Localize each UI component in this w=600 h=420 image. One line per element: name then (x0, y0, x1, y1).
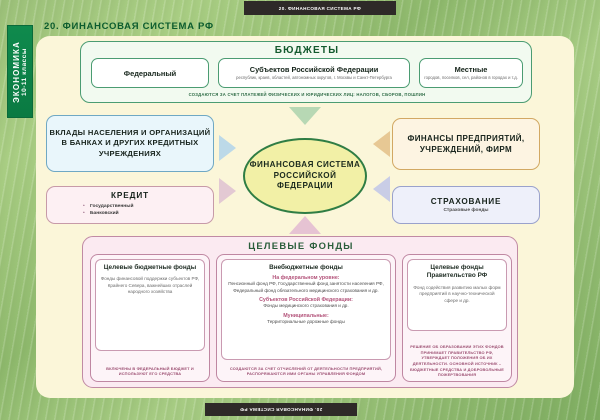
centre-node: ФИНАНСОВАЯ СИСТЕМА РОССИЙСКОЙ ФЕДЕРАЦИИ (243, 138, 367, 214)
node-deposits: ВКЛАДЫ НАСЕЛЕНИЯ И ОРГАНИЗАЦИЙ В БАНКАХ … (46, 115, 214, 172)
node-credit: КРЕДИТ Государственный Банковский (46, 186, 214, 224)
side-tab-subject: ЭКОНОМИКА (12, 40, 21, 103)
col2-level3-text: Территориальные дорожные фонды (267, 318, 345, 324)
budget-local-detail: городов, поселков, сел, районов в города… (424, 75, 518, 81)
budget-cell-local: Местные городов, поселков, сел, районов … (419, 58, 523, 88)
budgets-title: БЮДЖЕТЫ (274, 45, 340, 56)
node-insurance: СТРАХОВАНИЕ Страховые фонды (392, 186, 540, 224)
fold-label-bottom: 20. ФИНАНСОВАЯ СИСТЕМА РФ (205, 403, 357, 416)
col2-level1-label: На федеральном уровне: (272, 275, 340, 282)
credit-list: Государственный Банковский (83, 203, 133, 218)
budget-cell-subjects: Субъектов Российской Федерации республик… (218, 58, 410, 88)
arrow-credit-to-centre (219, 178, 236, 204)
col2-level1-text: Пенсионный фонд РФ, Государственный фонд… (228, 281, 384, 293)
credit-list-item: Государственный (83, 203, 133, 211)
target-funds-title: ЦЕЛЕВЫЕ ФОНДЫ (248, 240, 354, 251)
arrow-funds-to-centre (289, 216, 321, 234)
budget-local-label: Местные (454, 65, 488, 75)
target-funds-block: ЦЕЛЕВЫЕ ФОНДЫ Целевые бюджетные фонды Фо… (82, 236, 518, 388)
col1-body: Фонды финансовой поддержки субъектов РФ,… (100, 276, 200, 295)
target-funds-column-budgetary: Целевые бюджетные фонды Фонды финансовой… (90, 254, 210, 382)
col2-inner: Внебюджетные фонды На федеральном уровне… (221, 259, 391, 360)
col3-head: Целевые фонды Правительство РФ (426, 264, 488, 280)
col2-level3-label: Муниципальные: (283, 312, 329, 319)
col2-head: Внебюджетные фонды (269, 264, 343, 271)
credit-title: КРЕДИТ (110, 191, 150, 200)
subject-side-tab: ЭКОНОМИКА 10-11 классы (7, 25, 33, 118)
col1-foot: ВКЛЮЧЕНЫ В ФЕДЕРАЛЬНЫЙ БЮДЖЕТ И ИСПОЛЬЗУ… (106, 365, 194, 377)
credit-list-item: Банковский (83, 210, 133, 218)
target-funds-column-extrabudgetary: Внебюджетные фонды На федеральном уровне… (216, 254, 396, 382)
side-tab-grades: 10-11 классы (21, 47, 28, 96)
budget-subjects-detail: республик, краев, областей, автономных о… (236, 75, 392, 81)
col2-level2-text: Фонды медицинского страхования и др. (263, 303, 349, 309)
col1-head: Целевые бюджетные фонды (103, 264, 197, 271)
node-enterprise-finance: ФИНАНСЫ ПРЕДПРИЯТИЙ, УЧРЕЖДЕНИЙ, ФИРМ (392, 118, 540, 170)
arrow-left-to-centre (219, 135, 236, 161)
insurance-title: СТРАХОВАНИЕ (430, 196, 502, 206)
budget-cell-federal: Федеральный (91, 58, 209, 88)
col3-inner: Целевые фонды Правительство РФ Фонд соде… (407, 259, 507, 331)
fold-label-top: 20. ФИНАНСОВАЯ СИСТЕМА РФ (244, 1, 396, 15)
arrow-centre-to-enterprise (373, 131, 390, 157)
budgets-block: БЮДЖЕТЫ Федеральный Субъектов Российской… (80, 41, 532, 103)
side-tab-inner: ЭКОНОМИКА 10-11 классы (12, 41, 28, 103)
enterprise-label: ФИНАНСЫ ПРЕДПРИЯТИЙ, УЧРЕЖДЕНИЙ, ФИРМ (407, 133, 525, 154)
centre-label: ФИНАНСОВАЯ СИСТЕМА РОССИЙСКОЙ ФЕДЕРАЦИИ (249, 160, 361, 191)
col1-inner: Целевые бюджетные фонды Фонды финансовой… (95, 259, 205, 351)
arrow-centre-to-insurance (373, 176, 390, 202)
col2-foot: СОЗДАЮТСЯ ЗА СЧЕТ ОТЧИСЛЕНИЙ ОТ ДЕЯТЕЛЬН… (229, 365, 383, 377)
deposits-label: ВКЛАДЫ НАСЕЛЕНИЯ И ОРГАНИЗАЦИЙ В БАНКАХ … (49, 128, 211, 158)
budget-subjects-label: Субъектов Российской Федерации (249, 65, 379, 75)
page-title: 20. ФИНАНСОВАЯ СИСТЕМА РФ (44, 21, 214, 32)
budget-federal-label: Федеральный (123, 68, 177, 78)
target-funds-column-government: Целевые фонды Правительство РФ Фонд соде… (402, 254, 512, 382)
arrow-budgets-to-centre (289, 107, 321, 125)
budgets-note: СОЗДАЮТСЯ ЗА СЧЕТ ПЛАТЕЖЕЙ ФИЗИЧЕСКИХ И … (188, 92, 426, 97)
col3-foot: РЕШЕНИЕ ОБ ОБРАЗОВАНИИ ЭТИХ ФОНДОВ ПРИНИ… (409, 344, 504, 378)
insurance-subtitle: Страховые фонды (443, 207, 489, 213)
col3-body: Фонд содействия развитию малых форм пред… (413, 284, 501, 303)
col2-level2-label: Субъектов Российской Федерации: (259, 297, 353, 304)
